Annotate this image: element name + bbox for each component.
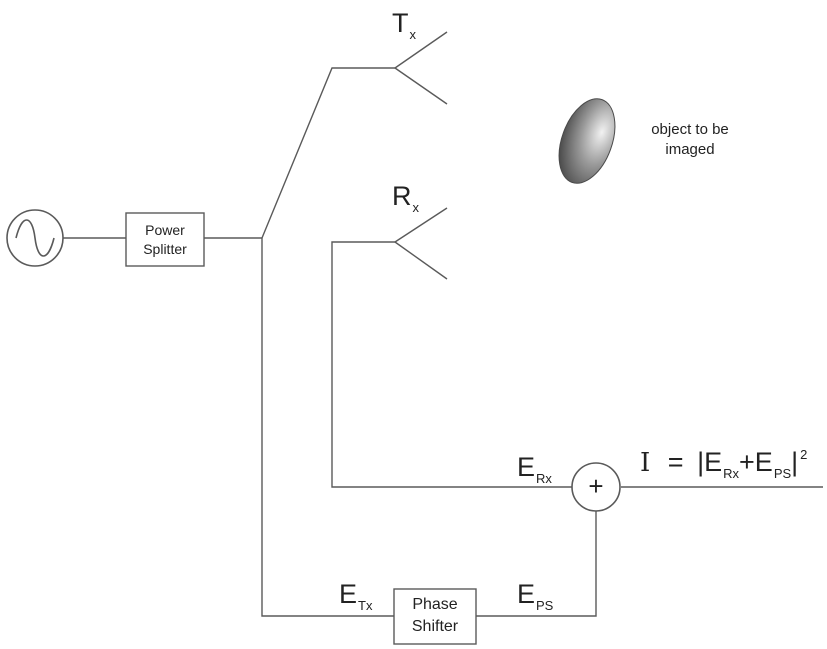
e-rx-sub: Rx <box>536 471 552 486</box>
e-tx-main: E <box>339 579 358 609</box>
tx-antenna-icon <box>394 31 448 105</box>
tx-antenna-lower-arm <box>394 67 448 105</box>
e-ps-label: EPS <box>517 579 553 613</box>
object-label-line2: imaged <box>665 141 715 158</box>
rx-antenna-upper-arm <box>394 207 448 243</box>
equation-e-rx: E <box>704 447 723 477</box>
phase-shifter-box <box>393 588 477 645</box>
combiner-plus: + <box>588 471 604 501</box>
rx-label-main: R <box>392 181 412 211</box>
wire-junction-to-phase-shifter <box>261 238 394 617</box>
wires <box>63 67 823 617</box>
phase-shifter-line1: Phase <box>412 596 458 613</box>
equation-e-ps-sub: PS <box>773 466 792 481</box>
wire-junction-to-tx <box>261 67 395 239</box>
power-splitter-line1: Power <box>145 222 185 238</box>
object-label-line1: object to be <box>651 121 729 138</box>
sine-wave-icon <box>15 219 55 257</box>
tx-label-sub: x <box>409 27 417 42</box>
equation-equals: = <box>667 447 684 477</box>
e-ps-main: E <box>517 579 536 609</box>
equation-bar-open: | <box>697 447 705 477</box>
e-tx-label: ETx <box>339 579 372 613</box>
e-rx-main: E <box>517 452 536 482</box>
wire-rx-to-combiner <box>331 241 572 488</box>
rx-antenna-lower-arm <box>394 241 448 280</box>
equation-bar-close: | <box>791 447 799 477</box>
power-splitter-label: Power Splitter <box>126 221 204 259</box>
signal-source <box>6 209 64 267</box>
equation-intensity: I <box>640 448 651 478</box>
tx-label-main: T <box>392 8 409 38</box>
rx-label: Rx <box>392 181 419 215</box>
tx-antenna-upper-arm <box>394 31 448 69</box>
equation-e-ps: E <box>754 447 773 477</box>
equation-plus: + <box>739 447 755 477</box>
power-splitter-line2: Splitter <box>143 241 187 257</box>
e-rx-label: ERx <box>517 452 552 486</box>
e-ps-sub: PS <box>536 598 554 613</box>
rx-label-sub: x <box>412 200 420 215</box>
phase-shifter-label: Phase Shifter <box>394 594 476 638</box>
combiner-circle <box>571 462 621 512</box>
object-to-be-imaged-icon <box>558 98 616 184</box>
equation-e-rx-sub: Rx <box>723 466 740 481</box>
rx-antenna-icon <box>394 207 448 280</box>
equation-power: 2 <box>800 447 808 462</box>
e-tx-sub: Tx <box>358 598 373 613</box>
intensity-equation: I = |ERx+EPS|2 <box>640 447 808 480</box>
power-splitter-box <box>125 212 205 267</box>
object-label: object to be imaged <box>630 120 750 160</box>
wire-phase-shifter-to-combiner <box>476 511 597 617</box>
phase-shifter-line2: Shifter <box>411 618 459 635</box>
tx-label: Tx <box>392 8 416 42</box>
